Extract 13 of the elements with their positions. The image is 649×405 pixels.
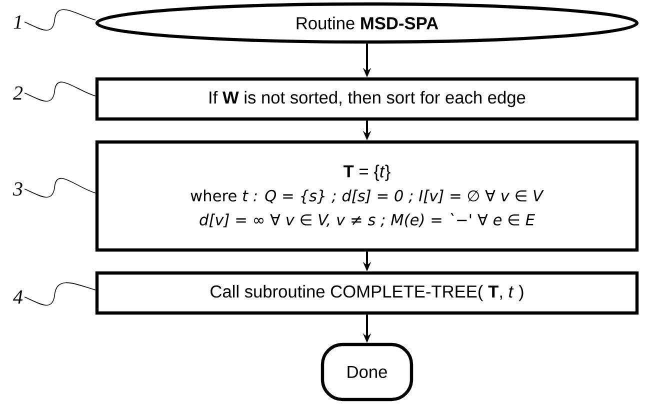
process-box: If W is not sorted, then sort for each edge: [95, 77, 639, 121]
callout-number: 3: [12, 182, 22, 196]
callout-number: 4: [13, 290, 23, 304]
end-terminal: Done: [320, 342, 414, 402]
leader-line: [24, 282, 96, 306]
callout-number: 1: [14, 15, 21, 29]
process-box: T = {t} where t : Q = {s} ; d[s] = 0 ; I[v] = ∅ ∀ v ∈ V d[v] = ∞ ∀ v ∈ V, v ≠ s ; M(e) = `−' ∀ e ∈ E: [95, 140, 639, 252]
leader-line: [24, 9, 96, 31]
process-box: Call subroutine COMPLETE-TREE( T, t ): [95, 271, 639, 315]
leader-line: [24, 82, 96, 102]
leader-line: [24, 178, 96, 198]
start-terminal: Routine MSD-SPA: [95, 2, 639, 44]
callout-number: 2: [13, 86, 23, 100]
